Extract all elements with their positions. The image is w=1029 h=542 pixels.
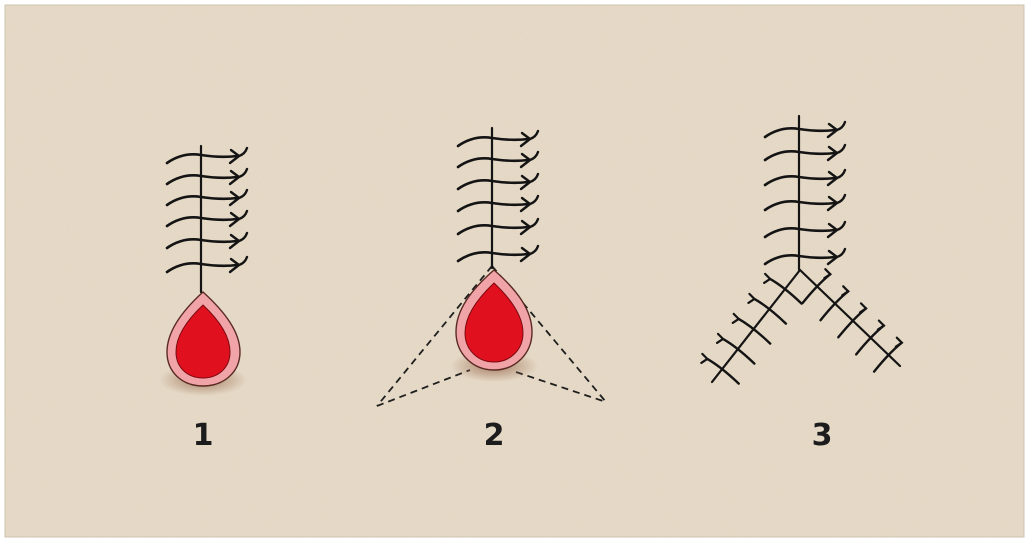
panel-texture (5, 5, 1024, 537)
step-3-number: 3 (792, 418, 852, 454)
step-1-number: 1 (173, 418, 233, 454)
step-2-number: 2 (464, 418, 524, 454)
